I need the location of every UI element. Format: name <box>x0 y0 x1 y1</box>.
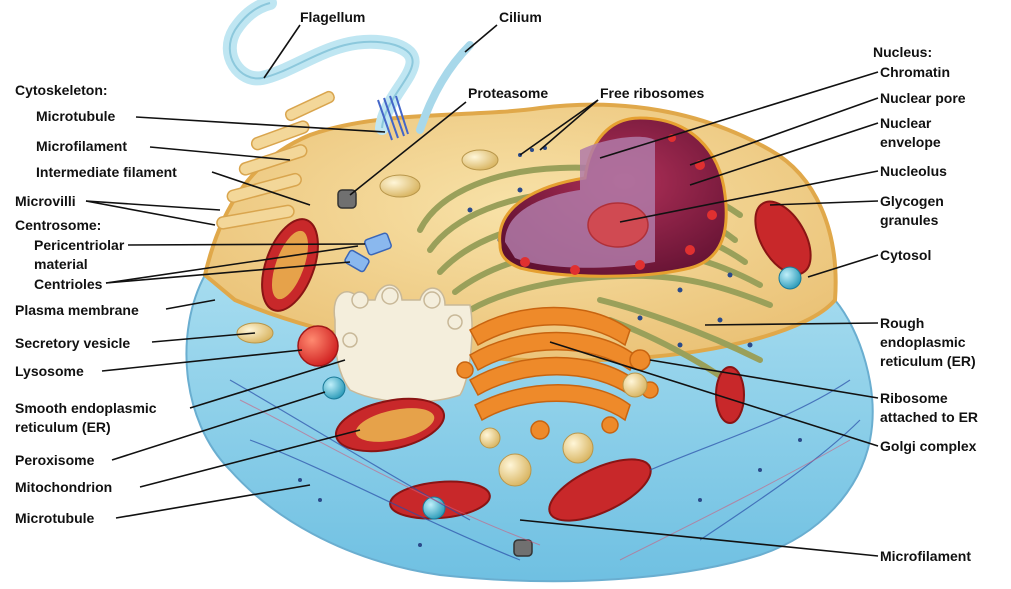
label-plasma-membrane: Plasma membrane <box>15 302 139 319</box>
label-smooth-er: Smooth endoplasmic <box>15 400 157 417</box>
label-cytosol: Cytosol <box>880 247 931 264</box>
label-flagellum: Flagellum <box>300 9 365 26</box>
label-rough-er-3: reticulum (ER) <box>880 353 976 370</box>
label-golgi: Golgi complex <box>880 438 976 455</box>
label-nuclear-envelope: Nuclear <box>880 115 931 132</box>
label-microtubule-top: Microtubule <box>36 108 115 125</box>
label-ribosome-er-2: attached to ER <box>880 409 978 426</box>
label-mitochondrion: Mitochondrion <box>15 479 112 496</box>
peroxisome-2 <box>779 267 801 289</box>
label-lysosome: Lysosome <box>15 363 84 380</box>
label-ribosome-er: Ribosome <box>880 390 948 407</box>
label-proteasome: Proteasome <box>468 85 548 102</box>
proteasome-2 <box>514 540 532 556</box>
label-rough-er-2: endoplasmic <box>880 334 966 351</box>
label-cytoskeleton: Cytoskeleton: <box>15 82 108 99</box>
label-centrosome: Centrosome: <box>15 217 101 234</box>
nucleolus <box>588 203 648 247</box>
label-glycogen: Glycogen <box>880 193 944 210</box>
label-intermediate-filament: Intermediate filament <box>36 164 177 181</box>
label-cilium: Cilium <box>499 9 542 26</box>
label-peroxisome: Peroxisome <box>15 452 94 469</box>
label-microfilament-top: Microfilament <box>36 138 127 155</box>
label-microvilli: Microvilli <box>15 193 76 210</box>
label-smooth-er-2: reticulum (ER) <box>15 419 111 436</box>
label-microfilament-bottom: Microfilament <box>880 548 971 565</box>
label-centrioles: Centrioles <box>34 276 102 293</box>
label-nuclear-envelope-2: envelope <box>880 134 941 151</box>
label-rough-er: Rough <box>880 315 924 332</box>
label-secretory-vesicle: Secretory vesicle <box>15 335 130 352</box>
label-nuclear-pore: Nuclear pore <box>880 90 966 107</box>
label-microtubule-bottom: Microtubule <box>15 510 94 527</box>
label-glycogen-granules: granules <box>880 212 938 229</box>
label-pericentriolar: Pericentriolar <box>34 237 124 254</box>
label-pericentriolar-material: material <box>34 256 88 273</box>
label-chromatin: Chromatin <box>880 64 950 81</box>
peroxisome <box>323 377 345 399</box>
label-nucleus: Nucleus: <box>873 44 932 61</box>
label-nucleolus: Nucleolus <box>880 163 947 180</box>
lysosome <box>298 326 338 366</box>
label-free-ribosomes: Free ribosomes <box>600 85 704 102</box>
